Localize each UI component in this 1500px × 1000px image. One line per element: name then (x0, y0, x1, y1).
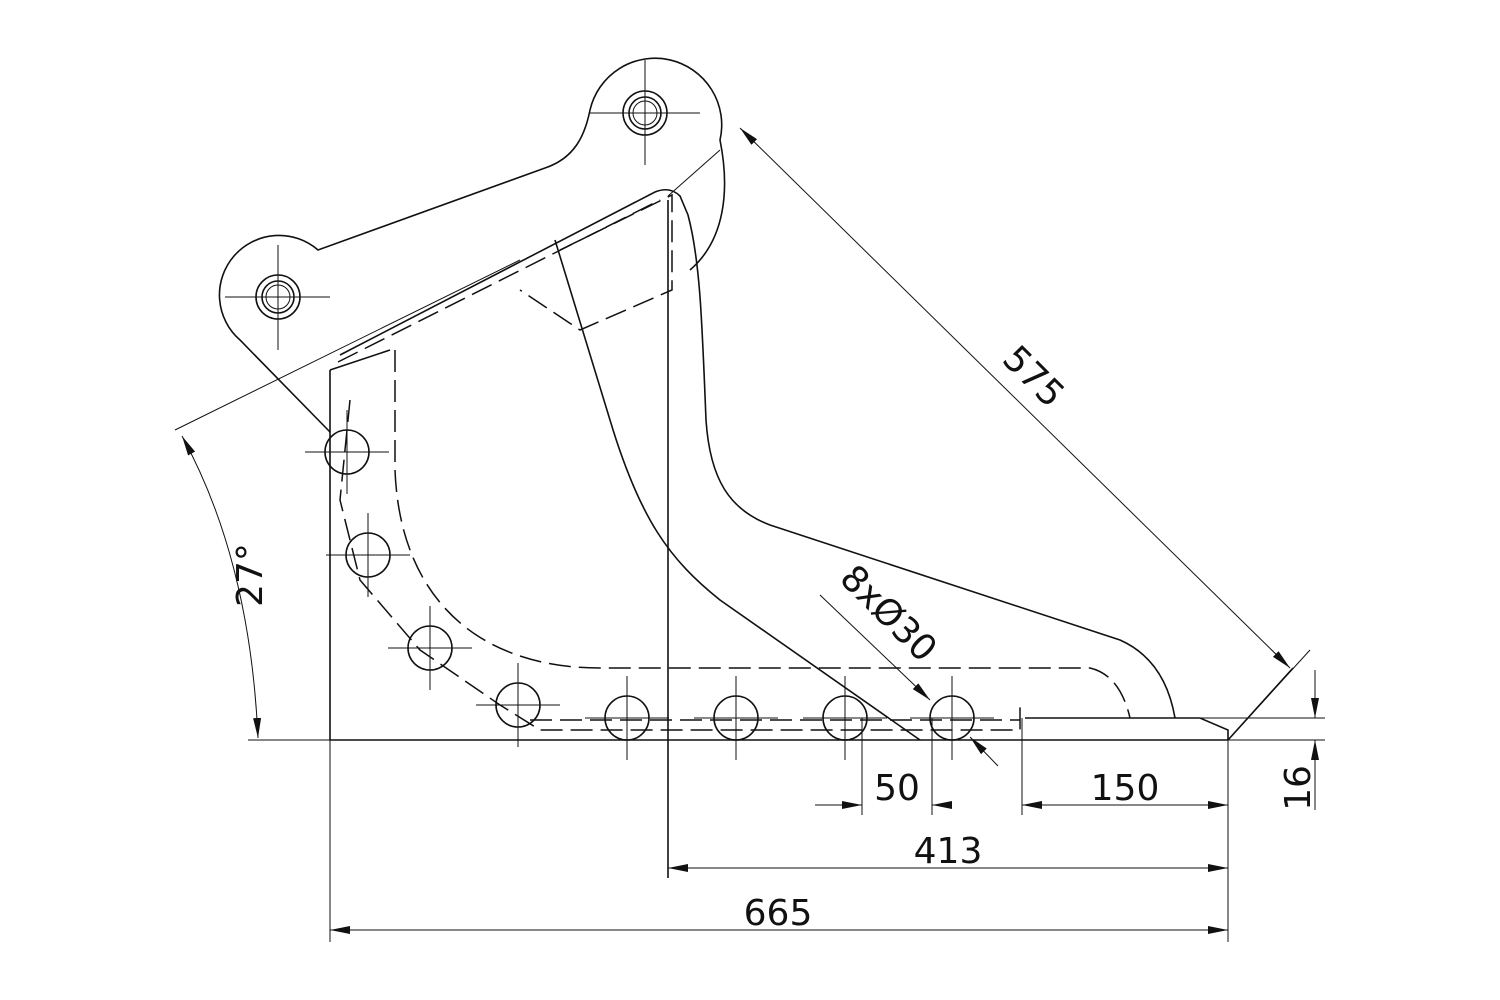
hole-3 (388, 606, 472, 690)
hole-1 (305, 410, 389, 494)
hole-7 (803, 676, 887, 760)
holes-group (305, 410, 994, 760)
pin-left (225, 245, 330, 350)
dim-575-label: 575 (994, 338, 1072, 416)
dim-413-label: 413 (914, 831, 983, 872)
dim-665-label: 665 (744, 893, 813, 934)
dim-150-label: 150 (1091, 768, 1160, 809)
hole-2 (326, 513, 410, 597)
hole-4 (476, 663, 560, 747)
hole-5 (585, 676, 669, 760)
dim-angle-label: 27° (230, 543, 271, 607)
hole-8 (910, 676, 994, 760)
bucket-outline (218, 57, 1294, 878)
dim-holes-label: 8xØ30 (832, 558, 945, 671)
pin-top (590, 60, 700, 165)
dim-50-label: 50 (874, 768, 920, 809)
dim-16-label: 16 (1278, 765, 1319, 811)
dimension-lines (174, 127, 1325, 942)
hole-6 (694, 676, 778, 760)
